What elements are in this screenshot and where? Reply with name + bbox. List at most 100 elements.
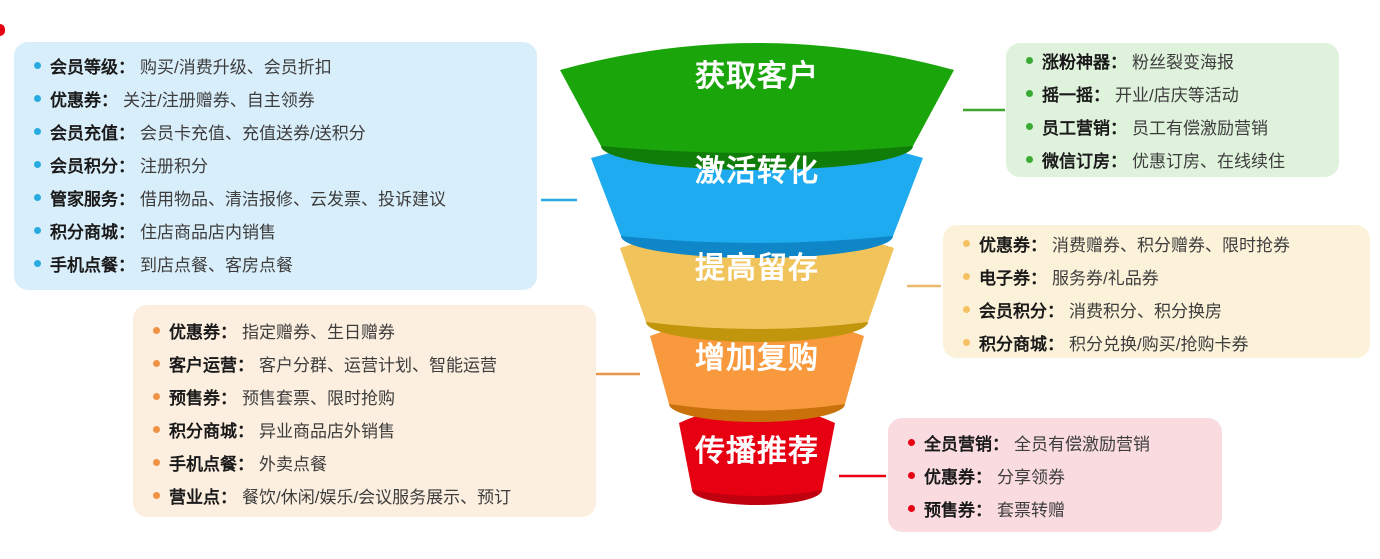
list-item: 电子券： 服务券/礼品券 <box>963 260 1360 293</box>
list-item: 优惠券： 消费赠券、积分赠券、限时抢券 <box>963 227 1360 260</box>
item-label: 优惠券： <box>924 468 992 487</box>
bullet-icon <box>908 439 915 446</box>
item-label: 积分商城： <box>169 422 254 441</box>
bullet-icon <box>34 161 41 168</box>
list-item: 会员积分： 消费积分、积分换房 <box>963 293 1360 326</box>
item-text: 消费赠券、积分赠券、限时抢券 <box>1052 236 1290 255</box>
bullet-icon <box>153 492 160 499</box>
list-item: 客户运营：客户分群、运营计划、智能运营 <box>153 347 586 380</box>
bullet-icon <box>963 306 970 313</box>
bullet-icon <box>908 472 915 479</box>
item-label: 涨粉神器： <box>1042 53 1127 72</box>
tier-label-repurchase: 增加复购 <box>695 342 819 375</box>
bullet-icon <box>1026 156 1033 163</box>
item-text: 客户分群、运营计划、智能运营 <box>259 356 497 375</box>
list-item: 会员积分： 注册积分 <box>34 148 527 181</box>
item-text: 套票转赠 <box>997 501 1065 520</box>
list-item: 积分商城： 住店商品店内销售 <box>34 214 527 247</box>
list-item: 管家服务： 借用物品、清洁报修、云发票、投诉建议 <box>34 181 527 214</box>
list-item: 会员充值： 会员卡充值、充值送券/送积分 <box>34 115 527 148</box>
item-text: 借用物品、清洁报修、云发票、投诉建议 <box>140 190 446 209</box>
item-label: 手机点餐： <box>50 256 135 275</box>
bullet-icon <box>963 339 970 346</box>
item-text: 预售套票、限时抢购 <box>242 389 395 408</box>
item-text: 注册积分 <box>140 157 208 176</box>
item-text: 分享领券 <box>997 468 1065 487</box>
item-label: 电子券： <box>979 269 1047 288</box>
list-item: 预售券：预售套票、限时抢购 <box>153 380 586 413</box>
list-item: 员工营销：员工有偿激励营销 <box>1026 110 1329 143</box>
list-item: 全员营销： 全员有偿激励营销 <box>908 426 1212 459</box>
item-text: 全员有偿激励营销 <box>1014 435 1150 454</box>
item-label: 优惠券： <box>979 236 1047 255</box>
item-text: 会员卡充值、充值送券/送积分 <box>140 124 366 143</box>
bullet-icon <box>34 95 41 102</box>
bullet-icon <box>153 426 160 433</box>
tier-body <box>679 405 835 496</box>
item-text: 餐饮/休闲/娱乐/会议服务展示、预订 <box>242 488 512 507</box>
item-label: 优惠券： <box>50 91 118 110</box>
bullet-icon <box>34 128 41 135</box>
callout-middle-right: 优惠券： 消费赠券、积分赠券、限时抢券 电子券： 服务券/礼品券 会员积分： 消费积分… <box>943 225 1370 358</box>
bullet-icon <box>153 393 160 400</box>
item-text: 住店商品店内销售 <box>140 223 276 242</box>
item-label: 摇一摇： <box>1042 86 1110 105</box>
list-item: 优惠券： 指定赠券、生日赠券 <box>153 314 586 347</box>
item-text: 异业商品店外销售 <box>259 422 395 441</box>
item-label: 会员积分： <box>50 157 135 176</box>
item-label: 营业点： <box>169 488 237 507</box>
bullet-icon <box>34 62 41 69</box>
item-text: 指定赠券、生日赠券 <box>242 323 395 342</box>
bullet-icon <box>34 227 41 234</box>
tier-body <box>650 316 864 411</box>
item-label: 会员等级： <box>50 58 135 77</box>
funnel-tier-acquire-customers <box>560 43 954 170</box>
item-text: 粉丝裂变海报 <box>1132 53 1234 72</box>
item-label: 预售券： <box>924 501 992 520</box>
list-item: 优惠券： 分享领券 <box>908 459 1212 492</box>
item-label: 手机点餐： <box>169 455 254 474</box>
item-label: 积分商城： <box>979 335 1064 354</box>
bullet-icon <box>34 260 41 267</box>
item-text: 购买/消费升级、会员折扣 <box>140 58 332 77</box>
funnel-tier-increase-repurchase <box>650 316 864 422</box>
list-item: 预售券： 套票转赠 <box>908 492 1212 525</box>
item-label: 微信订房： <box>1042 152 1127 171</box>
tier-label-acquire: 获取客户 <box>695 59 819 93</box>
list-item: 手机点餐： 到店点餐、客房点餐 <box>34 247 527 280</box>
item-label: 积分商城： <box>50 223 135 242</box>
item-text: 开业/店庆等活动 <box>1115 86 1239 105</box>
item-text: 优惠订房、在线续住 <box>1132 152 1285 171</box>
bullet-icon <box>1026 90 1033 97</box>
bullet-icon <box>153 327 160 334</box>
list-item: 会员等级： 购买/消费升级、会员折扣 <box>34 49 527 82</box>
bullet-icon <box>1026 57 1033 64</box>
item-label: 员工营销： <box>1042 119 1127 138</box>
item-text: 到店点餐、客房点餐 <box>140 256 293 275</box>
bullet-icon <box>1026 123 1033 130</box>
item-label: 全员营销： <box>924 435 1009 454</box>
list-item: 涨粉神器： 粉丝裂变海报 <box>1026 44 1329 77</box>
list-item: 积分商城： 异业商品店外销售 <box>153 413 586 446</box>
item-text: 积分兑换/购买/抢购卡券 <box>1069 335 1249 354</box>
tier-label-activate: 激活转化 <box>695 155 819 188</box>
item-label: 优惠券： <box>169 323 237 342</box>
list-item: 优惠券：关注/注册赠券、自主领券 <box>34 82 527 115</box>
tier-body <box>560 43 954 153</box>
list-item: 积分商城： 积分兑换/购买/抢购卡券 <box>963 326 1360 359</box>
bullet-icon <box>153 459 160 466</box>
item-text: 消费积分、积分换房 <box>1069 302 1222 321</box>
list-item: 微信订房： 优惠订房、在线续住 <box>1026 143 1329 176</box>
item-label: 管家服务： <box>50 190 135 209</box>
funnel-tier-spread-referral <box>679 405 835 505</box>
bullet-icon <box>963 273 970 280</box>
item-label: 会员积分： <box>979 302 1064 321</box>
tier-label-retention: 提高留存 <box>695 252 819 285</box>
bullet-icon <box>153 360 160 367</box>
callout-top-left: 会员等级： 购买/消费升级、会员折扣 优惠券：关注/注册赠券、自主领券 会员充值：… <box>14 42 537 290</box>
item-text: 服务券/礼品券 <box>1052 269 1159 288</box>
item-label: 会员充值： <box>50 124 135 143</box>
bullet-icon <box>908 505 915 512</box>
